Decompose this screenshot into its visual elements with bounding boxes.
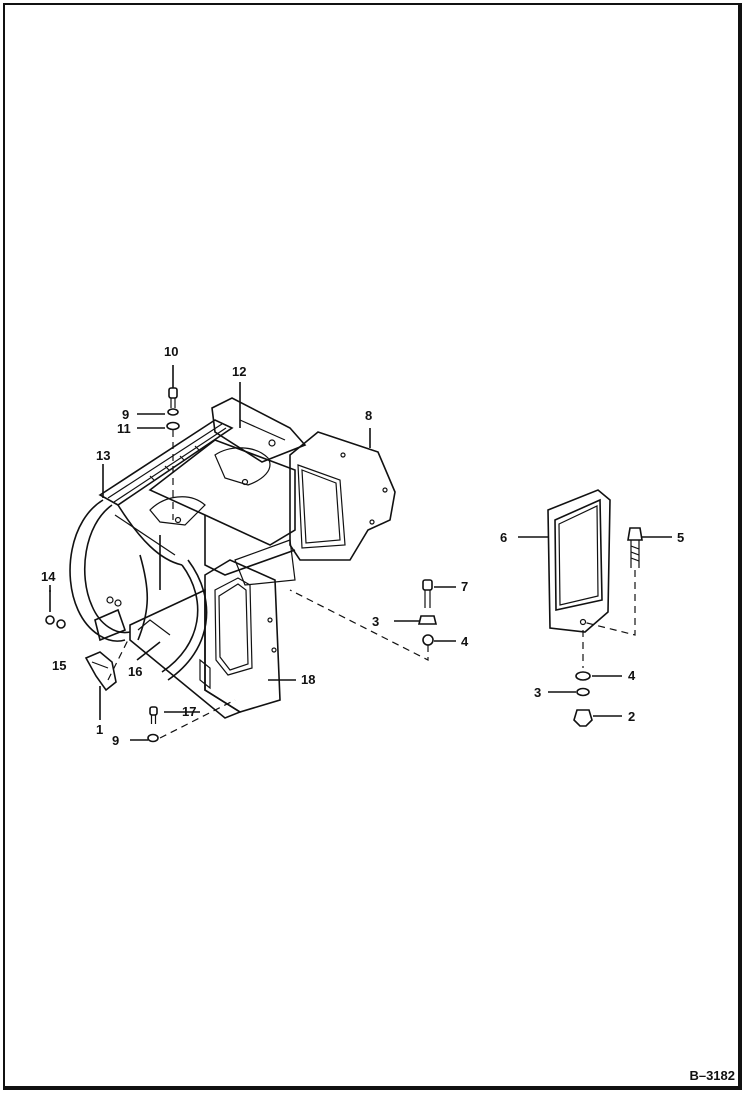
fasteners-14-15 bbox=[45, 590, 66, 629]
callout-3-right: 3 bbox=[534, 685, 541, 700]
fasteners-2-3-4 bbox=[573, 630, 593, 727]
callout-18: 18 bbox=[301, 672, 315, 687]
callout-16: 16 bbox=[128, 664, 142, 679]
document-id: B–3182 bbox=[689, 1068, 735, 1083]
bracket-1 bbox=[84, 639, 129, 692]
callout-labels: 10 9 11 12 8 13 14 15 16 1 17 9 18 7 3 4… bbox=[41, 344, 684, 748]
callout-14: 14 bbox=[41, 569, 56, 584]
callout-10: 10 bbox=[164, 344, 178, 359]
callout-4-right: 4 bbox=[628, 668, 636, 683]
callout-9-top: 9 bbox=[122, 407, 129, 422]
callout-4-middle: 4 bbox=[461, 634, 469, 649]
page-border bbox=[3, 3, 742, 1090]
callout-5: 5 bbox=[677, 530, 684, 545]
callout-17: 17 bbox=[182, 704, 196, 719]
callout-2: 2 bbox=[628, 709, 635, 724]
callout-1: 1 bbox=[96, 722, 103, 737]
callout-11: 11 bbox=[117, 421, 131, 436]
bolt-17-stack bbox=[147, 699, 236, 743]
callout-8: 8 bbox=[365, 408, 372, 423]
callout-12: 12 bbox=[232, 364, 246, 379]
callout-9-bottom: 9 bbox=[112, 733, 119, 748]
enclosure-assembly bbox=[69, 397, 396, 719]
bolt-5 bbox=[582, 527, 643, 636]
window-panel-6 bbox=[547, 489, 611, 633]
callout-13: 13 bbox=[96, 448, 110, 463]
callout-7: 7 bbox=[461, 579, 468, 594]
callout-15: 15 bbox=[52, 658, 66, 673]
callout-6: 6 bbox=[500, 530, 507, 545]
leader-lines bbox=[49, 365, 672, 741]
bolt-7-stack bbox=[289, 579, 438, 661]
callout-3-middle: 3 bbox=[372, 614, 379, 629]
